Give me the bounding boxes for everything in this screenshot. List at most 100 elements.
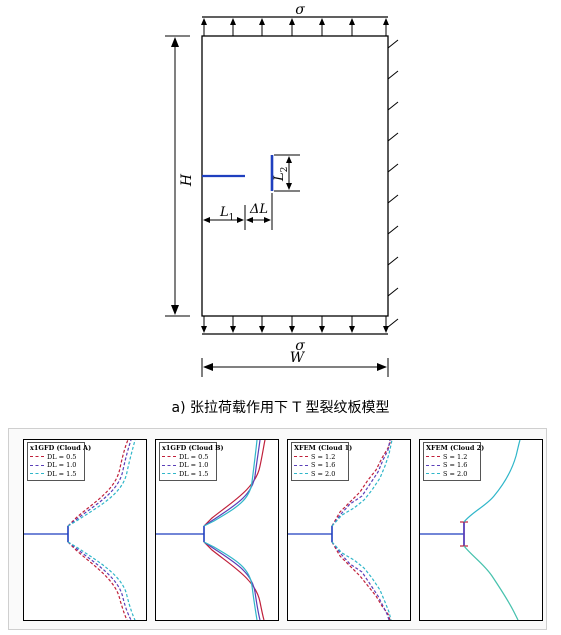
tension-arrowhead-up [289,18,295,25]
sigma-top-label: σ [295,2,305,18]
top-load-arrows [201,18,389,36]
legend-label: DL = 1.5 [47,469,77,478]
legend-item: S = 1.6 [426,461,478,470]
delta-l-label: ΔL [249,202,268,217]
legend-item: DL = 0.5 [30,453,82,462]
legend-item: DL = 1.0 [30,461,82,470]
support-hatch [387,163,399,173]
support-hatch [387,194,399,204]
crack-paths-plot [288,440,393,620]
tension-arrowhead-down [383,326,389,333]
legend-label: DL = 0.5 [179,452,209,461]
legend-item: S = 1.2 [294,453,346,462]
legend-swatch [426,456,440,458]
support-hatch [387,101,399,111]
crack-paths-plot [420,440,521,620]
crack-path-dl-0-5 [67,440,129,620]
l2-label: L2 [272,167,290,182]
l2-label-sub: 2 [280,167,290,173]
support-hatch [387,256,399,266]
l1-arrowhead-right [237,217,244,223]
l2-label-main: L [272,172,287,182]
legend-label: S = 2.0 [311,469,336,478]
legend-item: S = 2.0 [294,470,346,479]
legend-swatch [162,473,176,475]
crack-path-dl-1-5 [203,440,258,620]
crack-path-dl-1-0 [67,440,132,620]
panel-xfem-cloud-2: XFEM (Cloud 2) S = 1.2 S = 1.6 S = 2.0 [419,439,543,621]
panel-title: XFEM (Cloud 2) [426,444,485,452]
support-hatch [387,39,399,49]
legend-item: S = 1.2 [426,453,478,462]
l2-arrowhead-top [286,156,292,163]
l2-arrowhead-bottom [286,183,292,190]
support-hatch [387,132,399,142]
delta-l-arrowhead-right [264,217,271,223]
tension-arrowhead-down [289,326,295,333]
delta-l-arrowhead-left [246,217,253,223]
legend-swatch [30,464,44,466]
legend-item: S = 1.6 [294,461,346,470]
tension-arrowhead-up [259,18,265,25]
crack-paths-plot [24,440,136,620]
tension-arrowhead-up [201,18,207,25]
legend-swatch [426,464,440,466]
legend-item: S = 2.0 [426,470,478,479]
crack-path-s-1-2 [331,440,392,620]
l1-label: L1 [219,205,234,223]
legend-item: DL = 1.5 [30,470,82,479]
tension-arrowhead-up [319,18,325,25]
support-hatch [387,287,399,297]
bottom-load-arrows [201,316,389,333]
tension-arrowhead-down [349,326,355,333]
legend-label: DL = 0.5 [47,452,77,461]
support-hatch [387,318,399,328]
legend-swatch [294,456,308,458]
legend-item: DL = 1.5 [162,470,214,479]
tension-arrowhead-up [349,18,355,25]
crack-path-dl-1-5 [67,440,136,620]
legend-label: S = 1.6 [311,461,336,469]
width-label: W [290,350,306,366]
legend-item: DL = 1.0 [162,461,214,470]
crack-path-s-1-6 [331,440,391,620]
legend-swatch [294,473,308,475]
panel-x1gfd-cloud-b: x1GFD (Cloud B) DL = 0.5 DL = 1.0 DL = 1… [155,439,279,621]
legend-swatch [30,456,44,458]
legend-label: DL = 1.0 [179,461,209,469]
height-arrowhead-bottom [171,305,179,315]
panel-title: x1GFD (Cloud A) [30,444,92,452]
t-crack-plate-diagram: σ σ H W L1 ΔL L2 [165,2,399,377]
legend-swatch [162,464,176,466]
tension-arrowhead-down [259,326,265,333]
legend-label: S = 2.0 [443,469,468,478]
tension-arrowhead-up [383,18,389,25]
legend-swatch [294,464,308,466]
panel-xfem-cloud-1: XFEM (Cloud 1) S = 1.2 S = 1.6 S = 2.0 [287,439,411,621]
l1-arrowhead-left [203,217,210,223]
width-arrowhead-left [203,363,213,371]
legend-swatch [162,456,176,458]
tension-arrowhead-up [230,18,236,25]
legend: XFEM (Cloud 1) S = 1.2 S = 1.6 S = 2.0 [291,442,353,481]
legend-swatch [30,473,44,475]
tension-arrowhead-down [201,326,207,333]
legend-label: S = 1.2 [443,452,468,461]
panel-title: XFEM (Cloud 1) [294,444,353,452]
legend: x1GFD (Cloud B) DL = 0.5 DL = 1.0 DL = 1… [159,442,224,481]
l1-label-sub: 1 [229,213,235,223]
tension-arrowhead-down [319,326,325,333]
legend-label: S = 1.2 [311,452,336,461]
height-arrowhead-top [171,37,179,47]
crack-path-dl-1-0 [203,440,261,620]
width-arrowhead-right [377,363,387,371]
legend-label: DL = 1.0 [47,461,77,469]
legend-item: DL = 0.5 [162,453,214,462]
legend-swatch [426,473,440,475]
sigma-bottom-label: σ [295,338,305,354]
right-edge-hatches [387,39,399,328]
tension-arrowhead-down [230,326,236,333]
crack-path-s-2-0 [331,440,393,620]
legend: XFEM (Cloud 2) S = 1.2 S = 1.6 S = 2.0 [423,442,485,481]
crack-path-overlay [463,545,519,620]
